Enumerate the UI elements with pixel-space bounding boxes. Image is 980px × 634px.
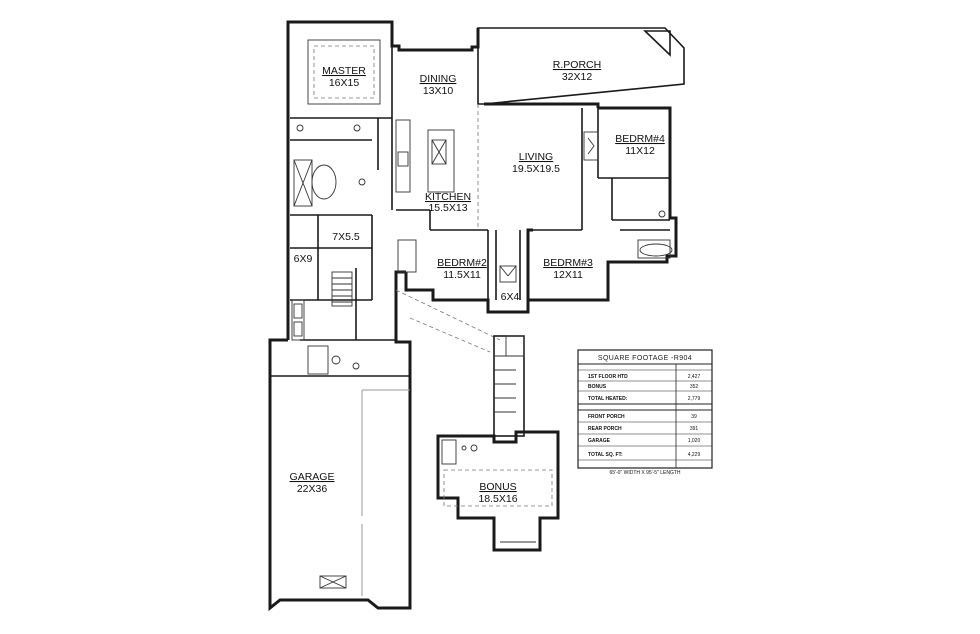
bedrm3-size: 12X11 xyxy=(553,269,583,281)
bedrm4-size: 11X12 xyxy=(625,145,655,157)
table-row-value: 39 xyxy=(691,414,697,420)
room-labels: MASTER 16X15 DINING 13X10 R.PORCH 32X12 … xyxy=(290,59,665,505)
table-row-label: TOTAL SQ. FT: xyxy=(588,452,623,458)
living-size: 19.5X19.5 xyxy=(512,163,560,175)
living-name: LIVING xyxy=(519,151,553,163)
table-row-label: REAR PORCH xyxy=(588,426,622,432)
dining-name: DINING xyxy=(420,73,457,85)
garage-size: 22X36 xyxy=(297,483,328,495)
master-size: 16X15 xyxy=(329,77,360,89)
bedrm3-name: BEDRM#3 xyxy=(543,257,593,269)
bedrm2-size: 11.5X11 xyxy=(443,269,481,281)
table-row-value: 391 xyxy=(690,426,699,432)
bedrm4-name: BEDRM#4 xyxy=(615,133,665,145)
table-title: SQUARE FOOTAGE -R904 xyxy=(598,355,692,362)
dining-size: 13X10 xyxy=(423,85,454,97)
hall-size: 6X4 xyxy=(501,291,520,303)
table-row-value: 1,020 xyxy=(688,438,701,444)
table-row-label: TOTAL HEATED: xyxy=(588,396,628,402)
bedrm2-name: BEDRM#2 xyxy=(437,257,487,269)
garage-name: GARAGE xyxy=(290,471,335,483)
table-row-value: 2,427 xyxy=(688,374,701,380)
table-row-label: BONUS xyxy=(588,384,607,390)
closet-size: 7X5.5 xyxy=(332,231,360,243)
table-row-value: 4,229 xyxy=(688,452,701,458)
exterior-walls xyxy=(268,20,685,612)
table-row-value: 2,779 xyxy=(688,396,701,402)
table-row-label: GARAGE xyxy=(588,438,611,444)
table-row-label: FRONT PORCH xyxy=(588,414,625,420)
laundry-size: 6X9 xyxy=(294,253,313,265)
fixtures xyxy=(291,39,673,596)
kitchen-name: KITCHEN xyxy=(425,191,471,203)
porch-size: 32X12 xyxy=(562,71,593,83)
bonus-name: BONUS xyxy=(479,481,516,493)
master-name: MASTER xyxy=(322,65,366,77)
table-row-label: 1ST FLOOR HTD xyxy=(588,374,628,380)
porch-name: R.PORCH xyxy=(553,59,601,71)
table-row-value: 352 xyxy=(690,384,699,390)
table-footnote: 65'-0" WIDTH X 95'-5" LENGTH xyxy=(609,470,680,476)
square-footage-table: SQUARE FOOTAGE -R904 1ST FLOOR HTD 2,427B… xyxy=(577,349,713,476)
kitchen-size: 15.5X13 xyxy=(428,202,467,214)
bonus-level xyxy=(395,289,560,552)
main-stairs xyxy=(331,271,353,307)
bonus-size: 18.5X16 xyxy=(478,493,517,505)
